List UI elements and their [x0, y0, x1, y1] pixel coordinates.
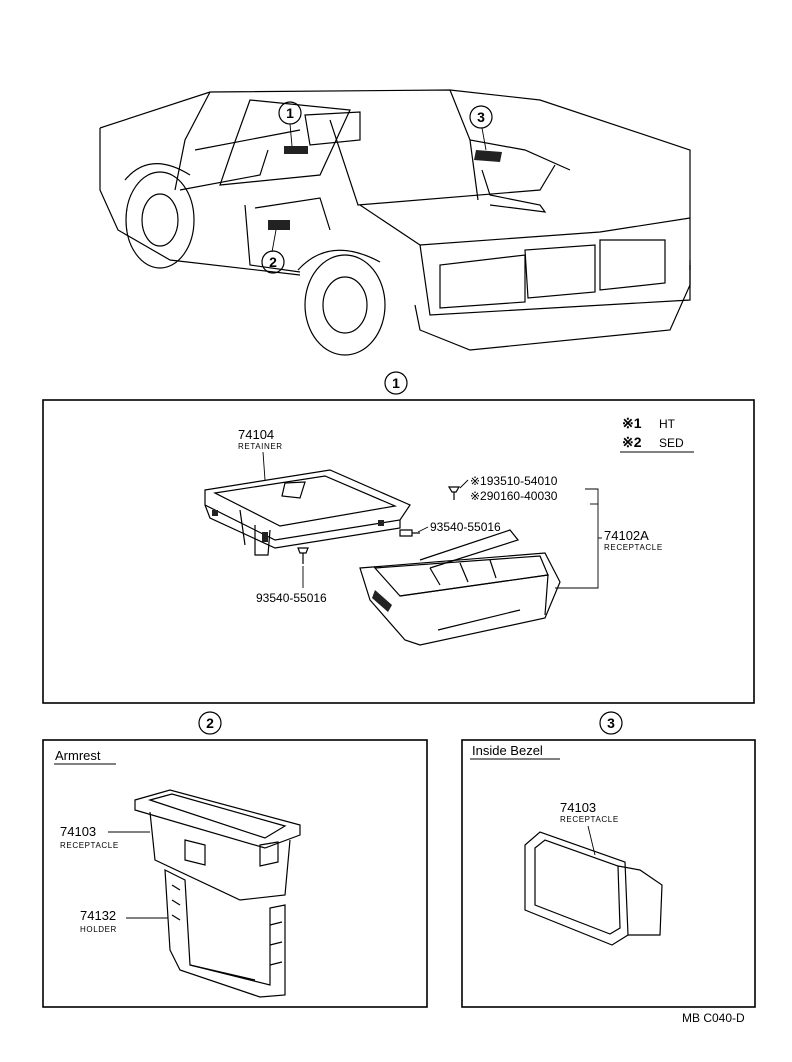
- retainer-part: [204, 469, 411, 556]
- retainer-label: RETAINER: [238, 442, 283, 451]
- section2-callout: 2: [198, 711, 222, 735]
- legend-mark-2: ※2: [622, 434, 642, 450]
- legend-mark-1: ※1: [622, 415, 642, 431]
- screw-right-part-number: 93540-55016: [430, 520, 501, 534]
- section2-frame: [42, 739, 428, 1008]
- section3-frame: [461, 739, 756, 1008]
- screw-left: [297, 547, 309, 564]
- legend-text-sed: SED: [659, 436, 684, 450]
- screw-left-part-number: 93540-55016: [256, 591, 327, 605]
- section3-callout: 3: [599, 711, 623, 735]
- callout-1-top-label: 1: [286, 105, 294, 121]
- callout-3-top-label: 3: [477, 109, 485, 125]
- receptacle-74102a-part-number: 74102A: [604, 528, 649, 543]
- armrest-holder: [164, 868, 286, 998]
- bezel-receptacle-label: RECEPTACLE: [560, 815, 619, 824]
- holder-part-number: 74132: [80, 908, 116, 923]
- section2-title: Armrest: [55, 748, 101, 763]
- car-illustration: [99, 89, 691, 356]
- section1-callout: 1: [384, 371, 408, 395]
- armrest-receptacle: [134, 789, 301, 901]
- section3-callout-label: 3: [607, 715, 615, 731]
- screw-top: [447, 486, 461, 500]
- screw2-part-number: ※290160-40030: [470, 489, 558, 503]
- callout-3-top: 3: [469, 105, 493, 129]
- screw-right: [399, 529, 420, 537]
- screw1-part-number: ※193510-54010: [470, 474, 558, 488]
- callout-2-top: 2: [261, 250, 285, 274]
- section1-frame: [42, 399, 755, 704]
- section1-callout-label: 1: [392, 375, 400, 391]
- armrest-receptacle-label: RECEPTACLE: [60, 841, 119, 850]
- diagram-code: MB C040-D: [682, 1011, 745, 1025]
- legend-text-ht: HT: [659, 417, 676, 431]
- legend: ※1 HT ※2 SED: [620, 415, 694, 453]
- retainer-part-number: 74104: [238, 427, 274, 442]
- bezel-receptacle: [524, 831, 663, 946]
- receptacle-74102a-label: RECEPTACLE: [604, 543, 663, 552]
- holder-label: HOLDER: [80, 925, 117, 934]
- callout-1-top: 1: [278, 101, 302, 125]
- receptacle-74102a: [359, 529, 561, 646]
- section3-title: Inside Bezel: [472, 743, 543, 758]
- section2-callout-label: 2: [206, 715, 214, 731]
- callout-2-top-label: 2: [269, 254, 277, 270]
- armrest-receptacle-part-number: 74103: [60, 824, 96, 839]
- bezel-receptacle-part-number: 74103: [560, 800, 596, 815]
